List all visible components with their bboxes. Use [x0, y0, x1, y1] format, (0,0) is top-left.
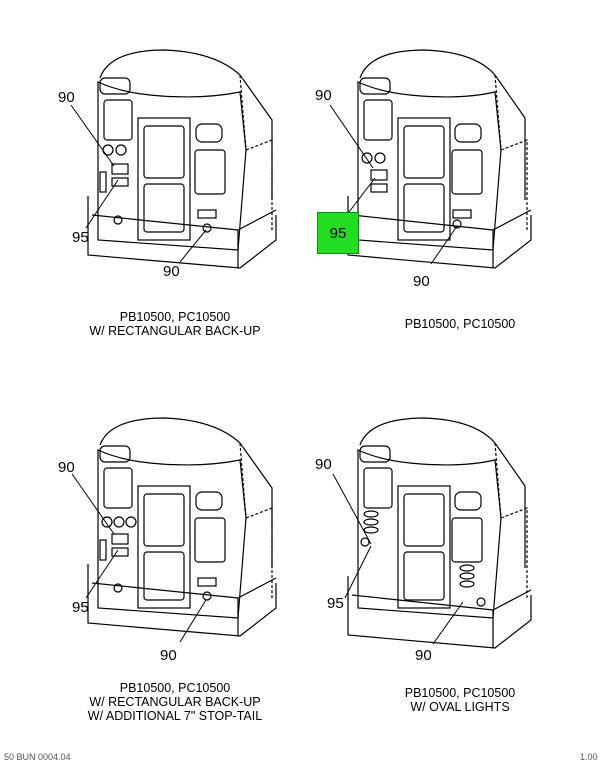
- caption: PB10500, PC10500: [345, 317, 575, 331]
- caption-line-1: PB10500, PC10500: [404, 317, 516, 331]
- caption-line-2: W/ OVAL LIGHTS: [410, 700, 510, 714]
- caption-line-3: W/ ADDITIONAL 7" STOP-TAIL: [87, 709, 263, 723]
- callout-upper-90: 90: [58, 89, 75, 106]
- caption-line-2: W/ RECTANGULAR BACK-UP: [89, 324, 261, 338]
- callout-upper-90: 90: [315, 87, 332, 104]
- bus-rear-illustration: [332, 417, 532, 649]
- caption: PB10500, PC10500 W/ RECTANGULAR BACK-UP …: [60, 681, 290, 723]
- callout-upper-90: 90: [315, 456, 332, 473]
- callout-95: 95: [72, 599, 89, 616]
- callout-upper-90: 90: [58, 459, 75, 476]
- callout-95: 95: [327, 595, 344, 612]
- callout-lower-90: 90: [160, 647, 177, 664]
- panel-top-right: 90 95 90 PB10500, PC10500: [305, 0, 610, 380]
- highlighted-callout-95: 95: [317, 212, 359, 254]
- callout-lower-90: 90: [415, 647, 432, 664]
- bus-rear-illustration: [70, 49, 277, 269]
- caption-line-2: W/ RECTANGULAR BACK-UP: [89, 695, 261, 709]
- callout-lower-90: 90: [163, 263, 180, 280]
- bus-rear-illustration: [329, 49, 532, 269]
- caption-line-1: PB10500, PC10500: [119, 681, 231, 695]
- caption: PB10500, PC10500 W/ OVAL LIGHTS: [345, 686, 575, 714]
- panel-top-left: 90 95 90 PB10500, PC10500 W/ RECTANGULAR…: [0, 0, 305, 380]
- callout-lower-90: 90: [413, 273, 430, 290]
- bus-rear-illustration: [71, 417, 277, 643]
- caption: PB10500, PC10500 W/ RECTANGULAR BACK-UP: [60, 310, 290, 338]
- caption-line-1: PB10500, PC10500: [404, 686, 516, 700]
- panel-bottom-right: 90 95 90 PB10500, PC10500 W/ OVAL LIGHTS: [305, 380, 610, 750]
- caption-line-1: PB10500, PC10500: [119, 310, 231, 324]
- callout-95: 95: [72, 229, 89, 246]
- panel-bottom-left: 90 95 90 PB10500, PC10500 W/ RECTANGULAR…: [0, 380, 305, 750]
- footer-left: 50 BUN 0004.04: [4, 752, 71, 762]
- footer-right: 1.00: [580, 752, 598, 762]
